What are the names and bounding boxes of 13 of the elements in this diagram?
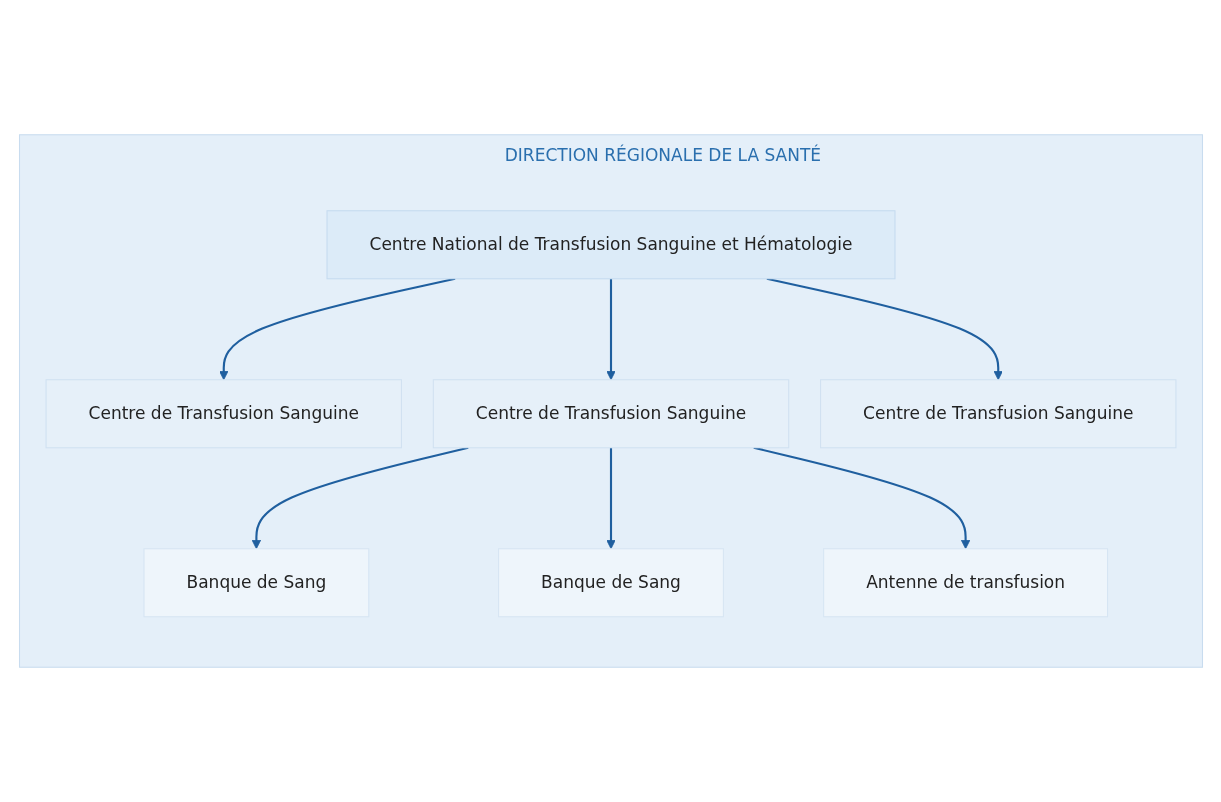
arrow (218, 277, 455, 381)
node-box: Antenne de transfusion (822, 548, 1108, 618)
node-box: Centre National de Transfusion Sanguine et Hématologie (326, 210, 895, 280)
node-box: Centre de Transfusion Sanguine (45, 379, 402, 449)
node-box: Banque de Sang (497, 548, 724, 618)
arrow (605, 447, 616, 550)
arrow (753, 446, 970, 550)
arrow (766, 277, 1003, 381)
arrow (251, 446, 468, 550)
node-box: Centre de Transfusion Sanguine (819, 379, 1176, 449)
arrow (605, 278, 616, 381)
node-box: Centre de Transfusion Sanguine (432, 379, 789, 449)
node-box: Banque de Sang (143, 548, 369, 618)
